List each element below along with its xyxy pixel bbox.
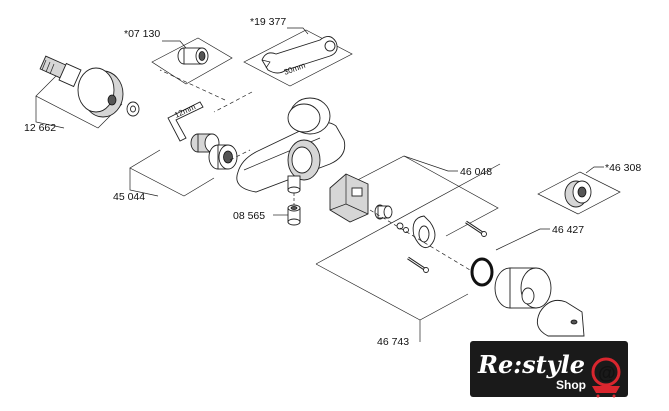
label-46308: *46 308 (605, 162, 641, 174)
label-46048: 46 048 (460, 166, 492, 178)
cart-icon (592, 386, 620, 398)
callout-46743: 46 743 (315, 163, 501, 348)
logo-background (470, 341, 628, 397)
part-45044-union-nut (208, 144, 238, 170)
callout-19377: *19 377 30mm (243, 16, 353, 87)
label-46427: 46 427 (552, 224, 584, 236)
part-12662-eccentric-connector (39, 55, 82, 88)
part-46308-limit-stop (564, 180, 592, 208)
callout-12662: 12 662 (24, 55, 140, 134)
callout-46308: *46 308 (537, 162, 641, 215)
callout-46048: 46 048 (329, 155, 499, 273)
label-08565: 08 565 (233, 210, 265, 222)
part-46427-handle-knob (536, 299, 585, 337)
label-12662: 12 662 (24, 122, 56, 134)
part-46048-screw-lower (407, 256, 429, 273)
callout-46427: 46 427 (470, 224, 585, 337)
part-46427-o-ring (470, 257, 494, 287)
inset-frame-46308 (537, 171, 621, 215)
callout-45044: 45 044 (113, 133, 238, 203)
inset-frame-07130 (151, 37, 233, 85)
label-19377: *19 377 (250, 16, 286, 28)
logo-subtitle: Shop (556, 378, 586, 392)
part-12662-escutcheon (77, 67, 124, 118)
logo-at-symbol: @ (598, 363, 616, 383)
restyle-shop-logo: Re:style Shop @ (470, 341, 628, 398)
part-07130-bushing (177, 47, 209, 65)
logo-at-ring (591, 357, 621, 387)
callout-08565: 08 565 (233, 193, 301, 226)
part-46048-screw-upper (465, 220, 487, 237)
logo-title: Re:style (477, 350, 585, 379)
callout-07130: *07 130 (124, 28, 233, 85)
part-19377-wrench (261, 36, 338, 74)
hex-key-size-label: 12mm (173, 102, 197, 120)
part-46048-retaining-plate (396, 215, 436, 249)
part-mixer-body (236, 97, 346, 194)
inset-frame-19377 (243, 29, 353, 87)
part-46048-thermostatic-cartridge (329, 173, 393, 223)
part-08565-aerator (287, 204, 301, 226)
label-45044: 45 044 (113, 191, 145, 203)
label-07130: *07 130 (124, 28, 160, 40)
part-46427-sleeve (494, 267, 552, 309)
label-46743: 46 743 (377, 336, 409, 348)
part-12662-washer (126, 101, 140, 117)
